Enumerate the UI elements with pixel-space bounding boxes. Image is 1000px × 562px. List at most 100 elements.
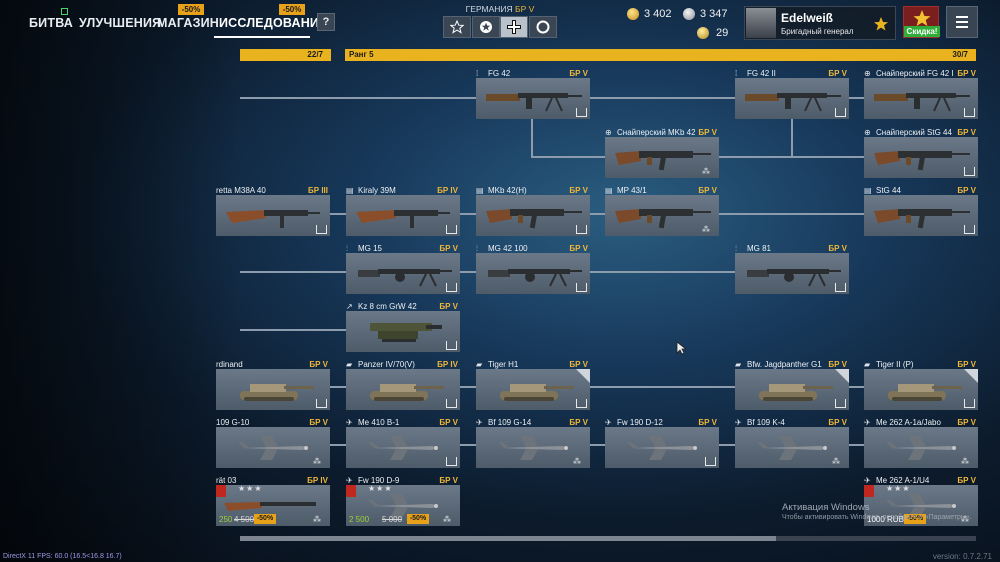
circle-icon xyxy=(536,20,550,34)
mortar-image xyxy=(370,323,442,342)
vehicle-card[interactable] xyxy=(346,311,460,352)
scroll-thumb[interactable] xyxy=(240,536,776,541)
vehicle-card[interactable] xyxy=(864,78,978,119)
vehicle-card[interactable] xyxy=(864,195,978,236)
vehicle-card[interactable]: ⁂ xyxy=(605,195,719,236)
card-title: Kiraly 39M xyxy=(358,186,396,195)
vehicle-card[interactable] xyxy=(735,369,849,410)
connector xyxy=(459,271,476,273)
card-title: rdinand xyxy=(216,360,243,369)
basket-icon xyxy=(964,167,975,176)
active-tab-underline xyxy=(214,36,310,38)
basket-icon xyxy=(964,399,975,408)
nation-germany-button[interactable] xyxy=(500,16,528,38)
tab-research[interactable]: ИССЛЕДОВАНИЯ xyxy=(219,16,329,30)
connector xyxy=(589,271,735,273)
vehicle-card[interactable] xyxy=(864,369,978,410)
aircraft-image xyxy=(627,436,697,460)
corner-flag-icon xyxy=(576,369,590,383)
smg-image xyxy=(226,210,320,228)
mg-icon: ⫶ xyxy=(735,244,737,253)
vehicle-card[interactable] xyxy=(216,369,330,410)
card-title: MG 81 xyxy=(747,244,772,253)
squad-icon: ⁂ xyxy=(702,167,710,176)
basket-icon xyxy=(835,108,846,117)
basket-icon xyxy=(576,399,587,408)
sale-star-icon xyxy=(913,10,931,26)
vehicle-card[interactable] xyxy=(476,195,590,236)
discount-button[interactable]: Скидка! xyxy=(903,6,940,38)
profile-panel[interactable]: Edelweiß Бригадный генерал xyxy=(744,6,896,40)
price-current: 1000 RUB xyxy=(867,515,904,524)
vehicle-card[interactable] xyxy=(476,369,590,410)
card-title: Tiger H1 xyxy=(488,360,519,369)
tab-shop[interactable]: МАГАЗИН xyxy=(157,16,220,30)
card-br: БР IV xyxy=(437,186,458,195)
vehicle-card[interactable]: ⁂ xyxy=(864,427,978,468)
vehicle-card[interactable] xyxy=(735,253,849,294)
vehicle-card[interactable] xyxy=(864,137,978,178)
tank-icon: ▰ xyxy=(864,360,871,369)
card-header: ⊕Снайперский MKb 42(H)БР V xyxy=(605,127,719,139)
connector xyxy=(848,97,864,99)
rank-label: Ранг 5 xyxy=(349,50,374,59)
corner-flag-icon xyxy=(964,369,978,383)
tab-upgrades[interactable]: УЛУЧШЕНИЯ xyxy=(79,16,162,30)
vehicle-card[interactable] xyxy=(476,253,590,294)
connector xyxy=(848,386,864,388)
nation-usa-button[interactable] xyxy=(443,16,471,38)
nation-br: БР V xyxy=(515,4,535,14)
vehicle-card[interactable]: ⁂ xyxy=(605,137,719,178)
card-title: Kz 8 cm GrW 42 xyxy=(358,302,417,311)
tree-scrollbar[interactable] xyxy=(240,536,976,541)
aircraft-image xyxy=(498,436,568,460)
premium-stars: ★★★ xyxy=(238,485,263,493)
machine-gun-image xyxy=(747,269,841,287)
mg-icon: ⫶ xyxy=(346,244,348,253)
card-title: MG 42 100 xyxy=(488,244,528,253)
vehicle-card[interactable] xyxy=(346,195,460,236)
connector xyxy=(848,444,864,446)
card-title: FG 42 II xyxy=(747,69,776,78)
nation-name: ГЕРМАНИЯ xyxy=(465,4,513,14)
vehicle-card[interactable]: ⁂ xyxy=(476,427,590,468)
connector xyxy=(330,386,346,388)
card-title: rät 03 xyxy=(216,476,237,485)
card-title: Снайперский FG 42 II xyxy=(876,69,954,78)
vehicle-card[interactable]: ★★★1000 RUB-50%⁂ xyxy=(864,485,978,526)
card-br: БР V xyxy=(309,360,328,369)
nation-ussr-button[interactable] xyxy=(472,16,500,38)
card-br: БР V xyxy=(828,69,847,78)
vehicle-card[interactable] xyxy=(735,78,849,119)
card-title: FG 42 xyxy=(488,69,511,78)
premium-flag-icon xyxy=(216,485,226,497)
connector xyxy=(459,444,476,446)
vehicle-card[interactable]: ⁂ xyxy=(735,427,849,468)
card-header: ▰Tiger II (P)БР V xyxy=(864,359,978,371)
left-shadow xyxy=(0,0,240,562)
help-button[interactable]: ? xyxy=(317,13,335,31)
vehicle-card[interactable] xyxy=(476,78,590,119)
vehicle-card[interactable]: ⁂ xyxy=(216,427,330,468)
menu-button[interactable] xyxy=(946,6,978,38)
vehicle-card[interactable] xyxy=(346,427,460,468)
vehicle-card[interactable] xyxy=(216,195,330,236)
smg-image xyxy=(356,210,450,228)
tab-battle[interactable]: БИТВА xyxy=(29,16,74,30)
vehicle-card[interactable] xyxy=(346,369,460,410)
nation-japan-button[interactable] xyxy=(529,16,557,38)
connector xyxy=(589,213,605,215)
vehicle-card[interactable] xyxy=(346,253,460,294)
rifle-image xyxy=(224,502,316,511)
vehicle-card[interactable] xyxy=(605,427,719,468)
avatar xyxy=(746,8,776,38)
aircraft-image xyxy=(757,436,827,460)
